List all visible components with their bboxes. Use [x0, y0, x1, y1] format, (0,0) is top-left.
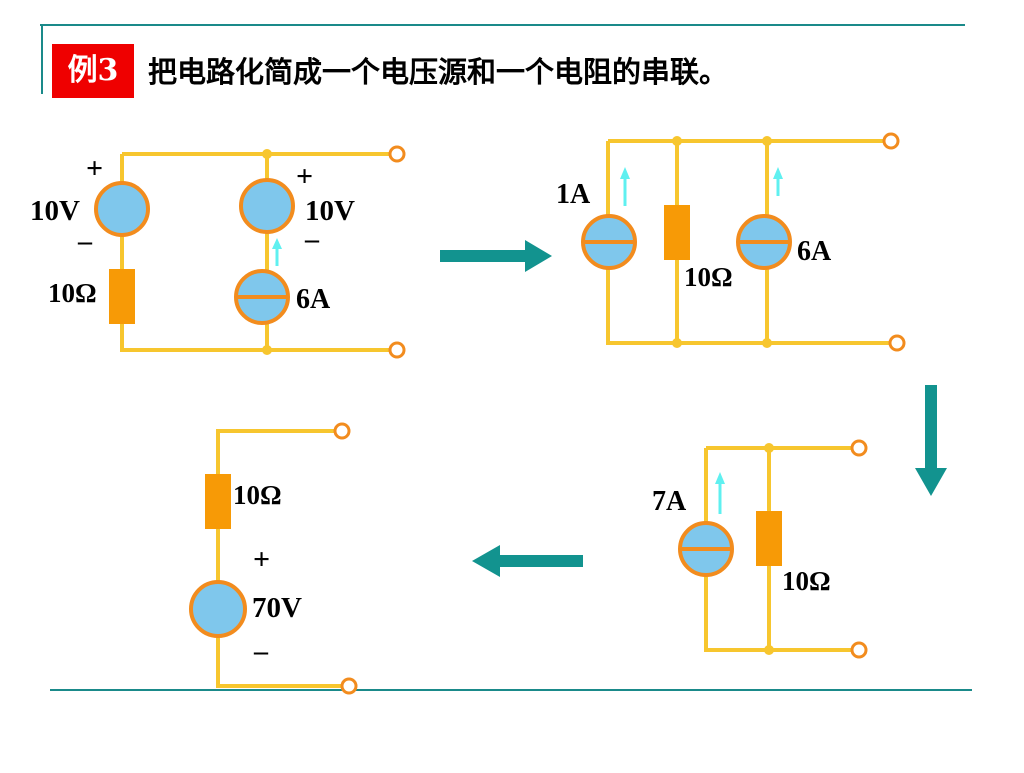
circuit-c-resistor-label: 10Ω — [782, 566, 831, 596]
circuit-d-wire — [216, 429, 342, 688]
circuit-a-resistor — [109, 269, 135, 324]
circuit-d-voltage-label: 70V — [252, 592, 302, 624]
circuit-a-node-top — [262, 149, 272, 159]
circuit-a-current-label: 6A — [296, 284, 331, 315]
circuit-a-right-plus: + — [296, 160, 313, 193]
circuit-b-left-current-arrow-icon — [620, 167, 630, 206]
circuit-b-resistor-label: 10Ω — [684, 262, 733, 292]
circuit-b-wire-left-bottom — [606, 141, 890, 345]
circuit-a-left-minus: – — [77, 226, 93, 257]
circuit-d-resistor — [205, 474, 231, 529]
circuit-b-right-current-arrow-icon — [773, 167, 783, 196]
circuit-a-parts: + 10V – 10Ω + 10V – 6A — [30, 145, 406, 359]
circuit-b-resistor — [664, 205, 690, 260]
circuit-c-current-label: 7A — [652, 486, 687, 517]
circuit-c-resistor — [756, 511, 782, 566]
slide-frame — [40, 24, 972, 691]
circuit-d-parts: 10Ω + 70V – — [189, 422, 358, 695]
circuit-a-voltage-source-left — [94, 181, 150, 237]
circuit-b-node — [672, 338, 682, 348]
arrow-left-icon — [472, 545, 583, 577]
circuit-d-minus: – — [253, 636, 269, 667]
circuit-b-terminal-bottom — [888, 334, 906, 352]
circuit-a-node-bottom — [262, 345, 272, 355]
circuit-a-terminal-bottom — [388, 341, 406, 359]
circuit-b-left-current-label: 1A — [556, 179, 591, 210]
circuit-b-terminal-top — [882, 132, 900, 150]
page-title: 把电路化简成一个电压源和一个电阻的串联。 — [148, 55, 729, 89]
circuit-c-terminal-top — [850, 439, 868, 457]
circuit-a-current-arrow-icon — [272, 238, 282, 266]
circuit-b-parts: 1A 10Ω 6A — [556, 132, 906, 352]
circuit-b-node — [762, 338, 772, 348]
arrow-right-icon — [440, 240, 552, 272]
arrow-down-icon — [915, 385, 947, 496]
circuit-a-right-minus: – — [304, 224, 320, 255]
example-badge: 例3 — [52, 44, 134, 98]
circuit-a-left-plus: + — [86, 152, 103, 185]
circuit-d-resistor-label: 10Ω — [233, 480, 282, 510]
circuit-c-current-arrow-icon — [715, 472, 725, 514]
circuit-d — [216, 429, 342, 688]
circuit-a-resistor-label: 10Ω — [48, 278, 97, 308]
circuit-d-terminal-bottom — [340, 677, 358, 695]
circuit-b-node — [672, 136, 682, 146]
circuit-c-node-top — [764, 443, 774, 453]
circuit-a-voltage-source-right — [239, 178, 295, 234]
circuit-a-right-voltage: 10V — [305, 195, 355, 227]
circuit-c-parts: 7A 10Ω — [652, 439, 868, 659]
circuit-c-wire-left-bottom — [704, 448, 852, 652]
circuit-c-terminal-bottom — [850, 641, 868, 659]
circuit-d-plus: + — [253, 543, 270, 576]
circuit-d-voltage-source — [189, 580, 247, 638]
circuit-b-right-current-label: 6A — [797, 236, 832, 267]
circuit-a-terminal-top — [388, 145, 406, 163]
circuit-a-left-voltage: 10V — [30, 195, 80, 227]
circuit-c-node-bottom — [764, 645, 774, 655]
circuit-d-terminal-top — [333, 422, 351, 440]
circuit-b-node — [762, 136, 772, 146]
